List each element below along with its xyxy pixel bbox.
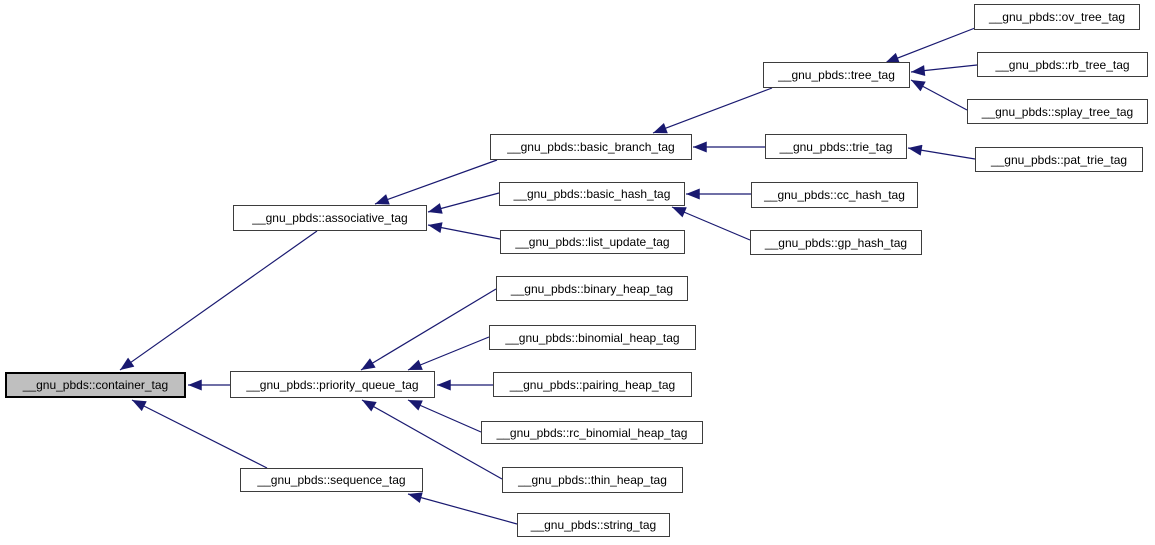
node-basic_branch_tag[interactable]: __gnu_pbds::basic_branch_tag (490, 134, 692, 160)
node-binomial_heap_tag[interactable]: __gnu_pbds::binomial_heap_tag (489, 325, 696, 350)
node-pairing_heap_tag[interactable]: __gnu_pbds::pairing_heap_tag (493, 372, 692, 397)
edge-basic_hash_tag-to-associative_tag (427, 192, 500, 214)
edge-pat_trie_tag-to-trie_tag (907, 144, 976, 160)
node-splay_tree_tag[interactable]: __gnu_pbds::splay_tree_tag (967, 99, 1148, 124)
node-cc_hash_tag[interactable]: __gnu_pbds::cc_hash_tag (751, 182, 918, 208)
node-rb_tree_tag[interactable]: __gnu_pbds::rb_tree_tag (977, 52, 1148, 77)
node-binary_heap_tag[interactable]: __gnu_pbds::binary_heap_tag (496, 276, 688, 301)
edge-associative_tag-to-container_tag (119, 230, 318, 371)
node-rc_binomial_heap_tag[interactable]: __gnu_pbds::rc_binomial_heap_tag (481, 421, 703, 444)
node-trie_tag[interactable]: __gnu_pbds::trie_tag (765, 134, 907, 159)
node-string_tag[interactable]: __gnu_pbds::string_tag (517, 513, 670, 537)
edge-binary_heap_tag-to-priority_queue_tag (360, 288, 497, 371)
node-basic_hash_tag[interactable]: __gnu_pbds::basic_hash_tag (499, 182, 685, 206)
node-tree_tag[interactable]: __gnu_pbds::tree_tag (763, 62, 910, 88)
node-thin_heap_tag[interactable]: __gnu_pbds::thin_heap_tag (502, 467, 683, 493)
edge-tree_tag-to-basic_branch_tag (652, 87, 773, 134)
edge-basic_branch_tag-to-associative_tag (374, 159, 498, 205)
node-ov_tree_tag[interactable]: __gnu_pbds::ov_tree_tag (974, 4, 1140, 30)
edge-rc_binomial_heap_tag-to-priority_queue_tag (407, 399, 482, 433)
edge-sequence_tag-to-container_tag (131, 399, 268, 469)
node-sequence_tag[interactable]: __gnu_pbds::sequence_tag (240, 468, 423, 492)
node-pat_trie_tag[interactable]: __gnu_pbds::pat_trie_tag (975, 147, 1143, 172)
node-associative_tag[interactable]: __gnu_pbds::associative_tag (233, 205, 427, 231)
edge-list_update_tag-to-associative_tag (427, 222, 501, 240)
node-priority_queue_tag[interactable]: __gnu_pbds::priority_queue_tag (230, 371, 435, 398)
edge-binomial_heap_tag-to-priority_queue_tag (407, 336, 490, 371)
edge-ov_tree_tag-to-tree_tag (884, 27, 976, 64)
edge-splay_tree_tag-to-tree_tag (910, 79, 968, 111)
edge-rb_tree_tag-to-tree_tag (910, 64, 978, 77)
node-gp_hash_tag[interactable]: __gnu_pbds::gp_hash_tag (750, 230, 922, 255)
node-list_update_tag[interactable]: __gnu_pbds::list_update_tag (500, 230, 685, 254)
edge-string_tag-to-sequence_tag (407, 492, 518, 525)
node-container_tag[interactable]: __gnu_pbds::container_tag (5, 372, 186, 398)
